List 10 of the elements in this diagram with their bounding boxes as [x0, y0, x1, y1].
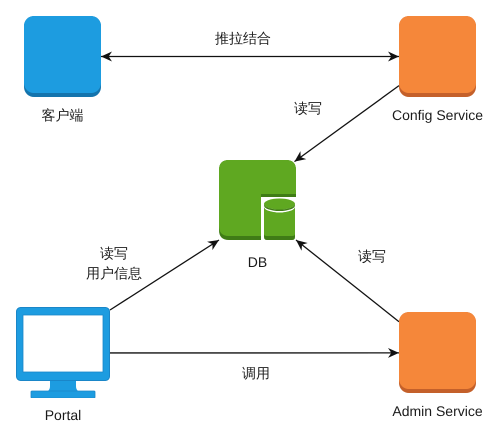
- arrow: [294, 85, 400, 162]
- node-label: Portal: [44, 406, 82, 424]
- node-label: Admin Service: [392, 402, 483, 420]
- node-label: DB: [248, 253, 268, 271]
- node-label: Config Service: [392, 106, 484, 124]
- arrow: [110, 348, 399, 358]
- arrow: [101, 52, 399, 62]
- arrow: [110, 239, 220, 311]
- node-label: 客户端: [42, 106, 84, 124]
- arrow: [296, 240, 400, 322]
